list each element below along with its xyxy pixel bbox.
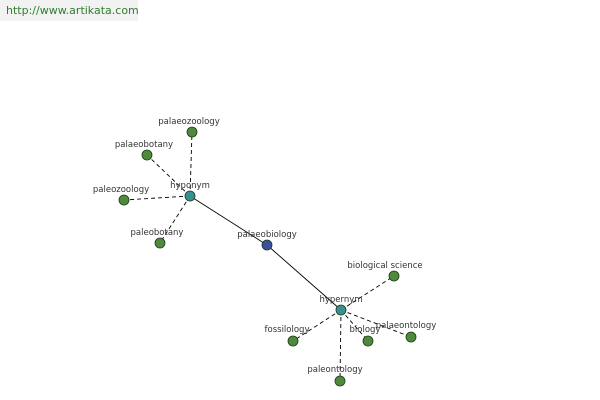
edge-hypernym-fossilology (292, 309, 342, 342)
node-label-hyponym: hyponym (170, 181, 210, 191)
node-palaeozoology[interactable]: palaeozoology (158, 117, 220, 138)
node-fossilology[interactable]: fossilology (265, 325, 310, 347)
node-biology[interactable]: biology (350, 325, 381, 347)
node-marker-paleobotany[interactable] (154, 237, 166, 249)
edge-hypernym-paleontology (339, 309, 342, 382)
node-hyponym[interactable]: hyponym (170, 181, 210, 202)
node-marker-palaeobiology[interactable] (261, 239, 273, 251)
node-palaeontology[interactable]: palaeontology (376, 321, 437, 343)
node-label-biological-science: biological science (347, 261, 422, 271)
node-biological-science[interactable]: biological science (347, 261, 423, 282)
node-marker-hyponym[interactable] (184, 190, 196, 202)
node-paleobotany[interactable]: paleobotany (131, 228, 184, 249)
node-label-hypernym: hypernym (319, 295, 362, 305)
node-label-palaeozoology: palaeozoology (158, 117, 219, 127)
source-url-banner[interactable]: http://www.artikata.com (0, 0, 139, 21)
node-label-paleozoology: paleozoology (93, 185, 149, 195)
node-marker-biology[interactable] (362, 335, 374, 347)
node-hypernym[interactable]: hypernym (319, 295, 363, 316)
edges-layer (123, 131, 412, 382)
node-palaeobotany[interactable]: palaeobotany (115, 140, 173, 161)
node-palaeobiology[interactable]: palaeobiology (237, 230, 297, 251)
node-label-biology: biology (350, 325, 381, 335)
node-label-palaeontology: palaeontology (376, 321, 437, 331)
node-paleontology[interactable]: paleontology (307, 365, 363, 387)
node-marker-paleontology[interactable] (334, 375, 346, 387)
node-label-palaeobiology: palaeobiology (237, 230, 297, 240)
node-paleozoology[interactable]: paleozoology (93, 185, 149, 206)
node-marker-hypernym[interactable] (335, 304, 347, 316)
edge-hyponym-palaeobotany (146, 154, 191, 197)
edge-palaeobiology-hypernym (266, 244, 342, 311)
edge-hyponym-palaeozoology (189, 131, 193, 197)
node-marker-palaeontology[interactable] (405, 331, 417, 343)
node-label-fossilology: fossilology (265, 325, 310, 335)
edge-hypernym-palaeontology (340, 309, 412, 338)
edge-hyponym-paleobotany (159, 195, 191, 244)
node-marker-fossilology[interactable] (287, 335, 299, 347)
node-marker-palaeozoology[interactable] (186, 126, 198, 138)
node-label-paleobotany: paleobotany (131, 228, 184, 238)
nodes-layer: palaeobiology hyponym hypernym palaeozoolog… (93, 117, 437, 387)
node-marker-paleozoology[interactable] (118, 194, 130, 206)
edge-palaeobiology-hyponym (189, 195, 268, 246)
node-marker-biological-science[interactable] (388, 270, 400, 282)
edge-hyponym-paleozoology (123, 195, 191, 201)
node-label-palaeobotany: palaeobotany (115, 140, 173, 150)
node-label-paleontology: paleontology (307, 365, 362, 375)
edge-hypernym-biological-science (340, 275, 395, 311)
node-marker-palaeobotany[interactable] (141, 149, 153, 161)
